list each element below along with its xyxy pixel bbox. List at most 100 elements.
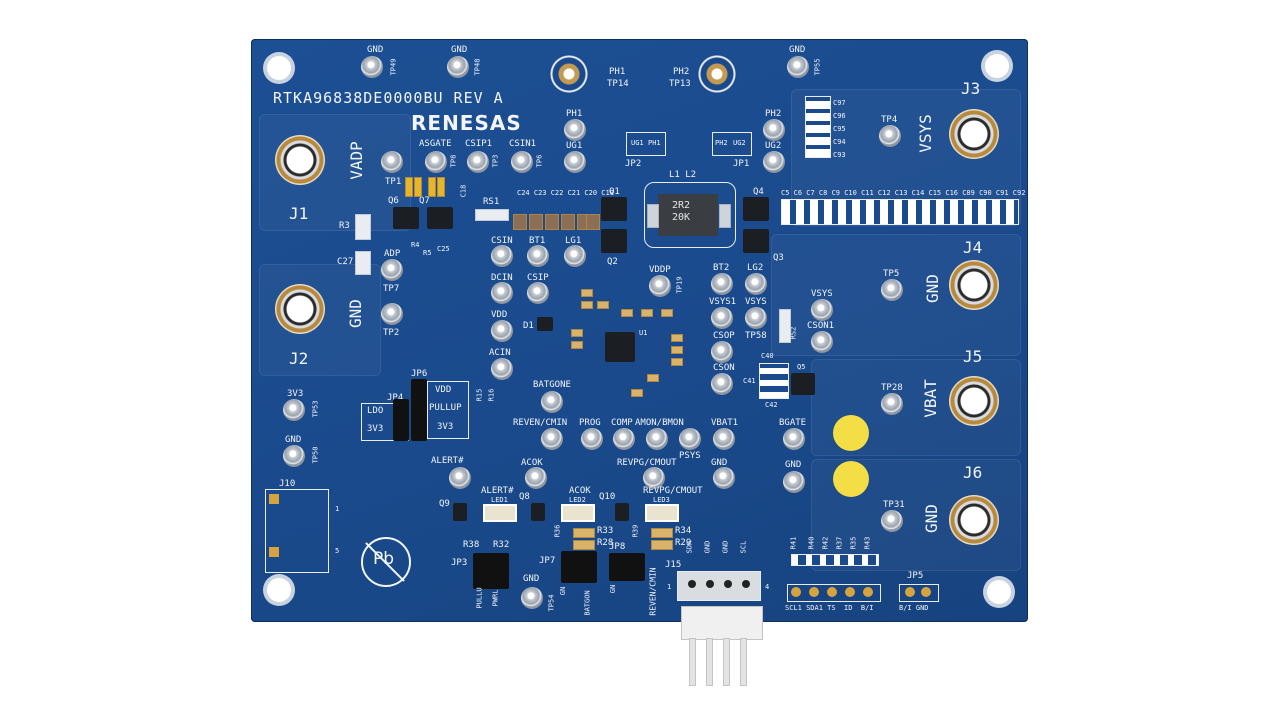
ldo-label: LDO [367,406,384,416]
r37-label: R37 [835,536,844,550]
gnd-zone-left [259,264,381,376]
jp1-header[interactable] [712,132,752,156]
cap [529,214,543,230]
test-point-tp1[interactable] [381,151,403,173]
r5-label: R5 [423,249,432,257]
test-point-tp32[interactable] [783,428,805,450]
test-point-tp57[interactable] [763,119,785,141]
test-point-tp30[interactable] [711,373,733,395]
jumper-jp8[interactable] [609,553,645,581]
test-point-tp45[interactable] [525,467,547,489]
test-point-tp44[interactable] [541,428,563,450]
test-point-tp4[interactable] [879,125,901,147]
r29-label: R29 [675,538,692,548]
test-point-tp35[interactable] [713,428,735,450]
test-point-tp10[interactable] [763,151,785,173]
jumper-jp3[interactable] [473,553,509,589]
test-point-tp29[interactable] [811,331,833,353]
terminal-post-j4[interactable] [949,260,999,310]
inductor-value: 2R2 20K [672,200,691,223]
test-point-psys[interactable] [679,428,701,450]
test-point-tp12[interactable] [527,282,549,304]
test-point-tp17[interactable] [491,282,513,304]
test-point-tp9[interactable] [564,151,586,173]
test-point-tp52[interactable] [713,467,735,489]
test-point-tp47[interactable] [643,467,665,489]
test-point-tp3[interactable] [467,151,489,173]
test-point-tp31[interactable] [881,510,903,532]
test-point-tp16[interactable] [564,245,586,267]
jumper-jp4[interactable] [393,399,409,441]
test-point-tp56[interactable] [564,119,586,141]
test-point-tp8[interactable] [425,151,447,173]
gnd-label: GND [367,45,384,55]
test-point-tp7[interactable] [381,259,403,281]
smd [661,309,673,317]
vsys1-label: VSYS1 [709,297,737,307]
test-point-tp46[interactable] [449,467,471,489]
test-point-tp11[interactable] [491,245,513,267]
i2c-pin-header[interactable] [787,584,881,602]
bgate-label: BGATE [779,418,807,428]
q10-label: Q10 [599,492,616,502]
terminal-post-j3[interactable] [949,109,999,159]
test-point-tp49[interactable] [361,56,383,78]
csip-label: CSIP [527,273,549,283]
test-point-tp18[interactable] [745,273,767,295]
test-point-tp28[interactable] [881,393,903,415]
test-point-tp23[interactable] [811,299,833,321]
jp5-header[interactable] [899,584,939,602]
test-point-tp2[interactable] [381,303,403,325]
test-point-tp33[interactable] [581,428,603,450]
vadp-zone [259,114,411,231]
gnd-label-j4: GND [922,274,942,303]
cable-wire [723,638,730,686]
test-point-tp54[interactable] [521,587,543,609]
bt1-label: BT1 [529,236,546,246]
j4-label: J4 [963,238,983,257]
test-point-tp22[interactable] [711,273,733,295]
r28-label: R28 [597,538,614,548]
test-point-tp50[interactable] [283,445,305,467]
test-point-tp51[interactable] [783,471,805,493]
jp6-header[interactable] [427,381,469,439]
terminal-post-j2[interactable] [275,284,325,334]
test-point-tp55[interactable] [787,56,809,78]
test-point-tp21[interactable] [491,358,513,380]
test-point-tp20[interactable] [491,320,513,342]
test-point-tp43[interactable] [541,391,563,413]
test-point-tp38[interactable] [646,428,668,450]
smd [671,346,683,354]
cap-bank [781,199,1019,225]
gnd-tp52-label: GND [711,458,728,468]
jumper-jp7[interactable] [561,551,597,583]
test-point-tp19[interactable] [649,275,671,297]
test-point-tp5[interactable] [881,279,903,301]
cable-wire [706,638,713,686]
test-point-tp6[interactable] [511,151,533,173]
test-point-tp15[interactable] [527,245,549,267]
terminal-post-j5[interactable] [949,376,999,426]
jumper-jp6[interactable] [411,379,427,441]
gold-pad [437,177,445,197]
phase-post-ph2[interactable] [697,54,737,94]
r43-label: R43 [863,536,872,550]
c97-label: C97 [833,99,846,107]
jp7-label: JP7 [539,556,556,566]
test-point-tp48[interactable] [447,56,469,78]
test-point-tp53[interactable] [283,399,305,421]
jp2-header[interactable] [626,132,666,156]
gnd-label-j6: GND [921,504,941,533]
test-point-tp37[interactable] [613,428,635,450]
r41-label: R41 [789,536,798,550]
test-point-tp25[interactable] [711,307,733,329]
tp2-label: TP2 [383,328,400,338]
r33-label: R33 [597,526,614,536]
terminal-post-j1[interactable] [275,135,325,185]
phase-post-ph1[interactable] [549,54,589,94]
test-point-tp27[interactable] [711,341,733,363]
test-point-tp58[interactable] [745,307,767,329]
smd [581,289,593,297]
j10-connector[interactable] [265,489,329,573]
terminal-post-j6[interactable] [949,495,999,545]
